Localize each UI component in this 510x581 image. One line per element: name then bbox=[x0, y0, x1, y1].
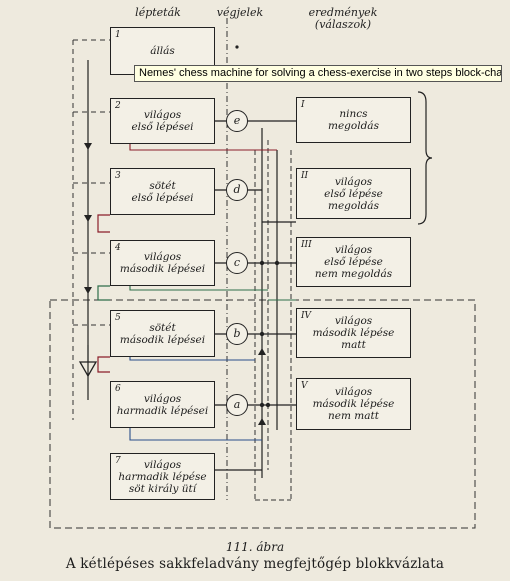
step-label: világos harmadik lépései bbox=[116, 392, 209, 417]
step-label: állás bbox=[150, 45, 175, 57]
header-final-signals: végjelek bbox=[216, 6, 264, 19]
step-label: világos harmadik lépése söt király ütí bbox=[118, 458, 207, 495]
step-number: 2 bbox=[115, 101, 121, 111]
header-steps: lépteták bbox=[135, 6, 181, 19]
result-box-1: I nincs megoldás bbox=[296, 97, 411, 143]
step-number: 7 bbox=[115, 456, 121, 466]
step-number: 5 bbox=[115, 313, 121, 323]
step-box-3: 3 sötét első lépései bbox=[110, 168, 215, 215]
result-number: V bbox=[301, 381, 308, 391]
step-box-4: 4 világos második lépései bbox=[110, 240, 215, 286]
gate-c: c bbox=[226, 252, 248, 274]
step-number: 4 bbox=[115, 243, 121, 253]
step-number: 1 bbox=[115, 30, 121, 40]
gate-e: e bbox=[226, 110, 248, 132]
step-label: világos második lépései bbox=[119, 251, 206, 275]
step-box-5: 5 sötét második lépései bbox=[110, 310, 215, 357]
gate-a: a bbox=[226, 394, 248, 416]
result-label: világos második lépése nem matt bbox=[312, 386, 395, 422]
step-number: 3 bbox=[115, 171, 121, 181]
gate-b: b bbox=[226, 323, 248, 345]
step-box-2: 2 világos első lépései bbox=[110, 98, 215, 144]
result-number: II bbox=[301, 171, 309, 181]
step-label: sötét első lépései bbox=[131, 179, 194, 204]
figure-caption: A kétlépéses sakkfeladvány megfejtőgép b… bbox=[65, 556, 445, 572]
result-label: világos első lépése megoldás bbox=[324, 175, 383, 212]
result-box-2: II világos első lépése megoldás bbox=[296, 168, 411, 219]
step-label: sötét második lépései bbox=[119, 321, 206, 346]
result-number: IV bbox=[301, 311, 312, 321]
result-box-5: V világos második lépése nem matt bbox=[296, 378, 411, 430]
step-box-7: 7 világos harmadik lépése söt király ütí bbox=[110, 453, 215, 500]
figure-number: 111. ábra bbox=[225, 540, 285, 554]
gate-d: d bbox=[226, 179, 248, 201]
result-label: világos második lépése matt bbox=[312, 315, 395, 351]
step-number: 6 bbox=[115, 384, 121, 394]
result-number: III bbox=[301, 240, 312, 250]
result-box-4: IV világos második lépése matt bbox=[296, 308, 411, 358]
step-label: világos első lépései bbox=[131, 109, 194, 133]
result-number: I bbox=[301, 100, 305, 110]
image-tooltip: Nemes' chess machine for solving a chess… bbox=[134, 65, 502, 82]
result-box-3: III világos első lépése nem megoldás bbox=[296, 237, 411, 287]
header-results: eredmények bbox=[308, 6, 378, 19]
result-label: nincs megoldás bbox=[328, 108, 379, 132]
result-label: világos első lépése nem megoldás bbox=[314, 244, 393, 280]
header-results-sub: (válaszok) bbox=[314, 18, 372, 31]
step-box-6: 6 világos harmadik lépései bbox=[110, 381, 215, 428]
